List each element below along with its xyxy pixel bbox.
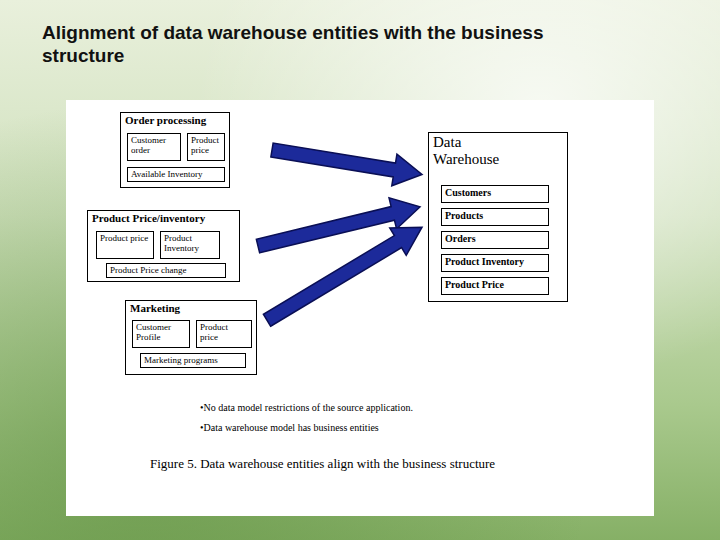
entity-box: Product Inventory [160,231,220,259]
entity-box: Customer order [127,133,181,161]
entity-box: Product Inventory [441,254,549,272]
entity-label: Customer order [128,134,180,157]
group-heading: Marketing [126,301,256,316]
group-box: Data WarehouseCustomersProductsOrdersPro… [428,132,568,302]
figure-caption: Figure 5. Data warehouse entities align … [150,456,495,472]
entity-box: Products [441,208,549,226]
entity-box: Product price [96,231,154,259]
entity-box: Available Inventory [127,167,225,182]
entity-label: Customer Profile [133,321,189,344]
entity-label: Product Price change [107,264,225,276]
entity-label: Product Price [442,278,548,292]
block-arrow [271,143,422,186]
group-box: Order processingCustomer order Product pr… [120,112,230,188]
entity-label: Product price [197,321,251,344]
entity-label: Product price [188,134,224,157]
entity-box: Customer Profile [132,320,190,348]
entity-box: Product Price change [106,263,226,278]
group-box: MarketingCustomer Profile Product priceMa… [125,300,257,375]
entity-box: Marketing programs [140,353,246,368]
block-arrow [263,227,422,326]
group-heading: Data Warehouse [429,133,527,170]
entity-label: Product price [97,232,153,244]
entity-box: Orders [441,231,549,249]
entity-label: Available Inventory [128,168,224,180]
bullet-note: •No data model restrictions of the sourc… [200,402,413,413]
entity-label: Products [442,209,548,223]
entity-box: Product price [196,320,252,348]
group-heading: Order processing [121,113,229,128]
entity-box: Product Price [441,277,549,295]
slide-title: Alignment of data warehouse entities wit… [42,22,622,68]
group-box: Product Price/inventoryProduct priceProd… [87,210,240,282]
bullet-note: •Data warehouse model has business entit… [200,422,379,433]
entity-label: Marketing programs [141,354,245,366]
group-heading: Product Price/inventory [88,211,239,226]
entity-box: Product price [187,133,225,161]
entity-label: Orders [442,232,548,246]
entity-label: Customers [442,186,548,200]
entity-box: Customers [441,185,549,203]
entity-label: Product Inventory [161,232,219,255]
entity-label: Product Inventory [442,255,548,269]
